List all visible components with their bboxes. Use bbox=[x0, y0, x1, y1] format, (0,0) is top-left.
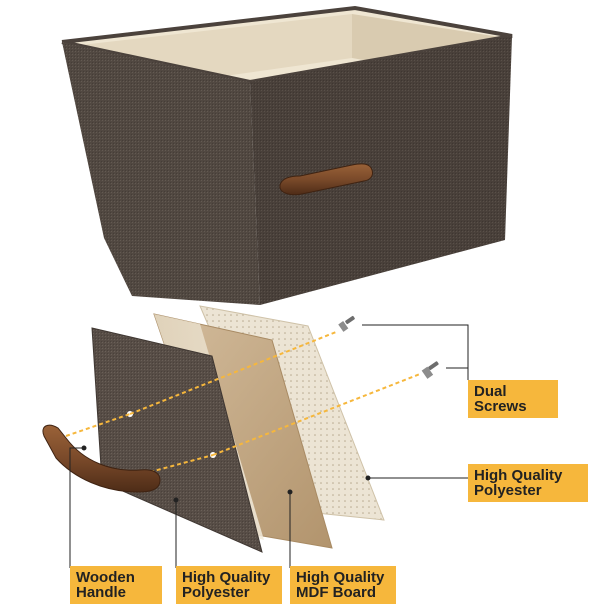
handle-guide-line bbox=[149, 454, 214, 473]
callout-dual-screws: Dual Screws bbox=[468, 380, 558, 418]
box-front-face-shade bbox=[62, 42, 260, 305]
box-side-face bbox=[250, 36, 512, 305]
callout-mdf-board-line1: High Quality bbox=[296, 569, 385, 586]
leader-lines bbox=[69, 324, 469, 568]
wooden-handle-part bbox=[42, 424, 161, 493]
callout-outer-polyester-line1: High Quality bbox=[474, 467, 563, 484]
box-front-face bbox=[62, 42, 260, 305]
callout-dual-screws-line1: Dual bbox=[474, 383, 507, 400]
screw-icon bbox=[421, 361, 439, 379]
callout-inner-polyester: High Quality Polyester bbox=[176, 566, 282, 604]
storage-box bbox=[61, 5, 513, 305]
screw-icon bbox=[338, 315, 355, 332]
box-wooden-handle bbox=[279, 163, 373, 196]
callout-mdf-board-line2: MDF Board bbox=[296, 584, 376, 601]
callout-wooden-handle-line1: Wooden bbox=[76, 569, 135, 586]
callout-inner-polyester-line2: Polyester bbox=[182, 584, 250, 601]
screw-guide-line bbox=[212, 373, 421, 456]
callout-dual-screws-line2: Screws bbox=[474, 398, 527, 415]
fabric-front-panel bbox=[91, 327, 263, 553]
callout-inner-polyester-line1: High Quality bbox=[182, 569, 271, 586]
screw-guide-line bbox=[129, 331, 337, 415]
callout-wooden-handle-line2: Handle bbox=[76, 584, 127, 601]
box-side-face-shade bbox=[250, 36, 512, 305]
callout-outer-polyester: High Quality Polyester bbox=[468, 464, 588, 502]
callout-wooden-handle: Wooden Handle bbox=[70, 566, 162, 604]
callout-outer-polyester-line2: Polyester bbox=[474, 482, 542, 499]
callout-mdf-board: High Quality MDF Board bbox=[290, 566, 396, 604]
handle-guide-line bbox=[65, 413, 131, 437]
